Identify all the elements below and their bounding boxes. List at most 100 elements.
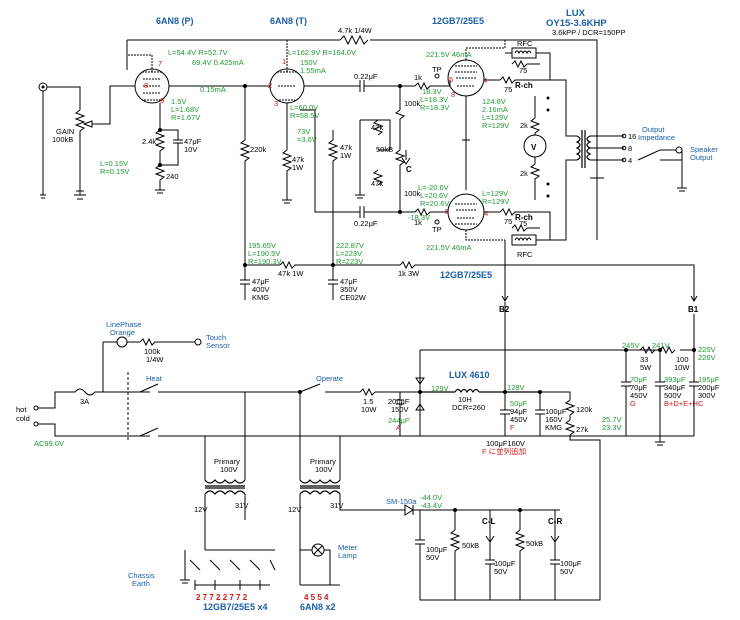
r-47k-1w-c xyxy=(327,130,339,258)
c-150v-label: 150V xyxy=(391,405,409,414)
test-point-upper-icon[interactable] xyxy=(434,73,440,79)
v2-screen-i: 1.55mA xyxy=(300,66,326,75)
c-340u-label: 340μF xyxy=(664,383,686,392)
gain-pot-wiring xyxy=(42,86,86,200)
v4-tube-envelope xyxy=(447,193,485,231)
c-022-upper-label: 0.22μF xyxy=(354,72,378,81)
c-c-label: C xyxy=(698,399,704,408)
r-47k-c-label: 47k xyxy=(340,143,352,152)
r-100k-14w-label: 100k xyxy=(144,347,161,356)
c-47u-400v xyxy=(240,265,250,300)
psu-ground-return xyxy=(420,302,640,437)
linephase-circuit xyxy=(102,337,195,392)
output-impedance-label: Output xyxy=(642,125,665,134)
v1-pin-7: 7 xyxy=(158,59,162,68)
r-47k-b-label: 47k xyxy=(371,179,383,188)
tube-group-a-label: 12GB7/25E5 x4 xyxy=(203,602,268,612)
r-75-lower xyxy=(511,223,540,233)
r-75-b-label: 75 xyxy=(519,66,527,75)
r-100-label: 100 xyxy=(676,355,689,364)
impedance-selector-switch[interactable] xyxy=(637,149,687,192)
v3-grid-v2: L=18.3V xyxy=(420,95,448,104)
v1-cathode-v1: 1.5V xyxy=(171,97,186,106)
c-47u-350-label: 47μF xyxy=(340,277,358,286)
c-a-label: A xyxy=(396,423,401,432)
v3-k-v4: R=129V xyxy=(482,121,509,130)
ac-voltage-label: AC99.0V xyxy=(34,439,64,448)
psu-128v: 128V xyxy=(507,383,525,392)
choke-dcr-label: DCR=260 xyxy=(452,403,485,412)
sec-12v-b-label: 12V xyxy=(288,505,301,514)
r-10w-b-label: 10W xyxy=(674,363,690,372)
v1-plate-voltage: L=54.4V R=52.7V xyxy=(168,48,228,57)
speaker-output-terminal-icon[interactable] xyxy=(675,146,683,154)
junction-dot xyxy=(398,84,402,88)
v2-cathode-resistor xyxy=(281,103,293,204)
psu-25-7v: 25.7V xyxy=(602,415,622,424)
c-70u-label: 70μF xyxy=(630,375,648,384)
test-point-lower-icon[interactable] xyxy=(434,219,440,225)
coupling-cap-lower xyxy=(359,206,400,218)
pt-b-primary-leads xyxy=(299,392,341,480)
junction-dot xyxy=(658,348,662,352)
r-50kb-b-label: 50kB xyxy=(462,541,479,550)
b1-ground-icon xyxy=(655,436,665,446)
c-100u-50-b-label: 100μF xyxy=(494,559,516,568)
v3-electrodes xyxy=(455,40,506,87)
c-244u-label: 244μF xyxy=(388,416,410,425)
neon-lamp-icon xyxy=(116,336,128,348)
v4-screen-resistor xyxy=(484,207,551,240)
r-240-label: 240 xyxy=(166,172,179,181)
v4-k-v2: R=129V xyxy=(482,197,509,206)
psu-241v: 241V xyxy=(652,341,670,350)
c-50v-c-label: 50V xyxy=(560,567,573,576)
operate-switch-icon[interactable] xyxy=(299,383,360,393)
bias-rectifier xyxy=(395,504,560,516)
v4-grid-v1: L=-20.6V xyxy=(418,183,449,192)
switch-contact-b xyxy=(546,108,550,112)
c-70u-450v xyxy=(621,350,631,436)
balance-network xyxy=(359,119,391,195)
v4-k-v1: L=129V xyxy=(482,189,508,198)
b-left-v1: 195.65V xyxy=(248,241,276,250)
c-10v-label: 10V xyxy=(184,145,197,154)
speaker-output-label: Speaker xyxy=(690,145,718,154)
pt-a-secondary xyxy=(184,494,275,580)
primary-b-label: Primary xyxy=(310,457,336,466)
meter-lamp-wiring xyxy=(300,545,331,585)
chassis-label: Chassis xyxy=(128,571,155,580)
v2-grid-v2: =3.6V xyxy=(297,135,317,144)
v2-electrodes xyxy=(277,40,297,101)
v2-title: 6AN8 (T) xyxy=(270,16,307,26)
meter-label: V xyxy=(531,143,537,152)
r-50kb-c-pot xyxy=(514,510,526,600)
c-50v-a-label: 50V xyxy=(426,553,439,562)
c-200u-300v xyxy=(689,350,699,436)
junction-dot xyxy=(538,390,542,394)
v4-pin-4: 4 xyxy=(484,209,488,218)
r-47k-a-label: 47k xyxy=(371,123,383,132)
b1-label: B1 xyxy=(688,305,699,314)
v4-electrodes xyxy=(455,203,505,241)
v2-pin-2: 2 xyxy=(268,81,272,90)
choke-icon xyxy=(420,388,540,394)
v1-current: 0.15mA xyxy=(200,85,226,94)
v1-cathode-v2: L=1.68V xyxy=(171,105,199,114)
r-75-upper xyxy=(511,59,540,69)
c-450v-b-label: 450V xyxy=(630,391,648,400)
rfc-upper xyxy=(511,47,537,59)
v1-grid-v1: L=0.15V xyxy=(100,159,128,168)
c-ce02w-label: CE02W xyxy=(340,293,367,302)
b-mid-v3: R=223V xyxy=(336,257,363,266)
fuse-label: 3A xyxy=(80,397,89,406)
touch-sensor-icon[interactable] xyxy=(194,338,202,346)
c-200u-150v xyxy=(396,392,404,436)
heat-switch-icon[interactable] xyxy=(139,383,159,437)
v3-k-v2: 2.16mA xyxy=(482,105,508,114)
c-kmg2-label: KMG xyxy=(545,423,562,432)
junction-dot xyxy=(158,128,162,132)
tap-4-contact xyxy=(621,157,627,163)
c-100u-160v-note: 100μF160V xyxy=(486,439,525,448)
v2-cathode-coupling-wire xyxy=(300,109,360,213)
